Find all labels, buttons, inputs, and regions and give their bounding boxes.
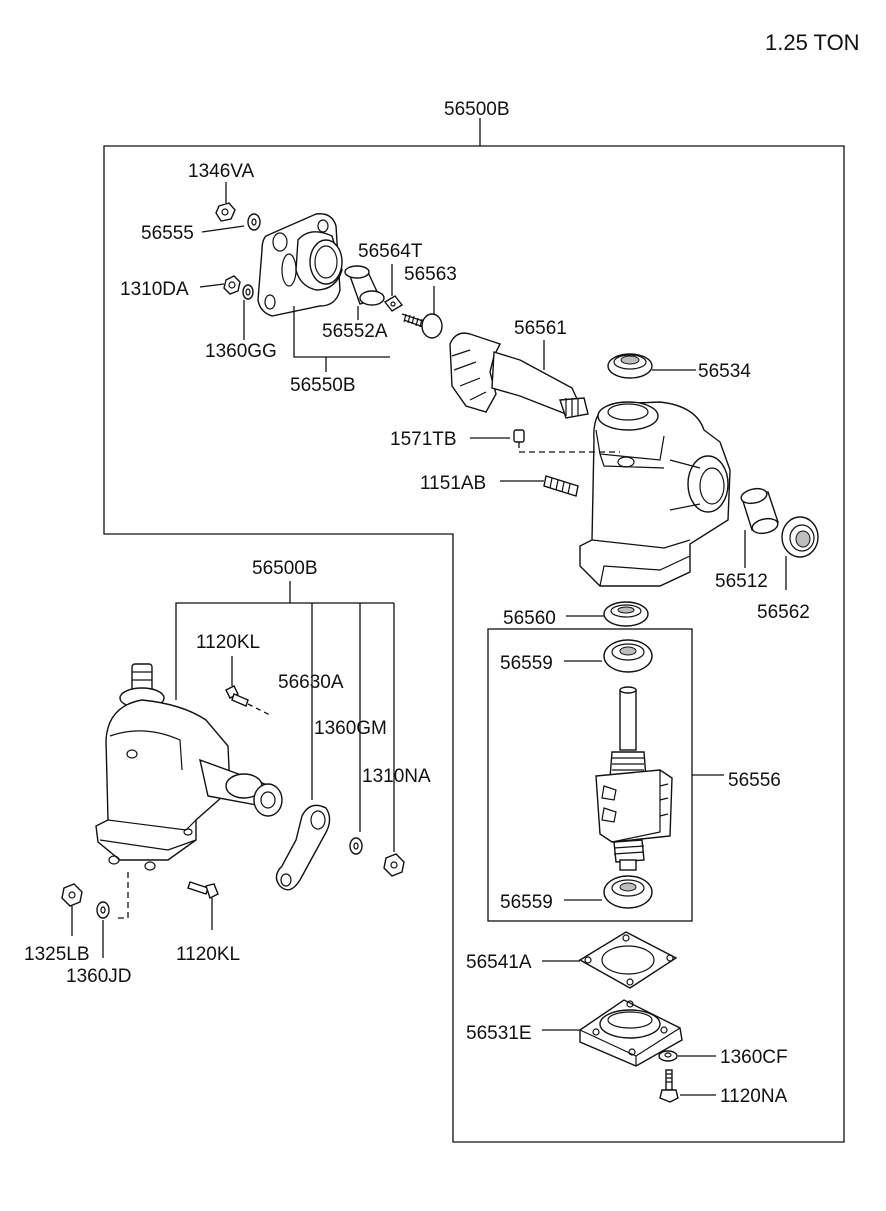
bearing-56559-upper	[603, 639, 653, 673]
label-56531E: 56531E	[466, 1023, 532, 1044]
washer-1360gm	[349, 837, 363, 855]
leader-1310da	[199, 283, 225, 288]
assembly-frame	[103, 145, 845, 1143]
worm-shaft-valve	[595, 686, 673, 871]
nut-1325lb	[61, 883, 83, 907]
gear-box-assembly	[95, 663, 283, 871]
label-1120NA: 1120NA	[720, 1086, 788, 1107]
label-56563: 56563	[404, 264, 457, 285]
label-1360CF: 1360CF	[720, 1047, 788, 1068]
plug-1571tb	[513, 429, 525, 443]
bolt-1120kl-upper	[225, 685, 249, 707]
bushing-56552a	[344, 265, 385, 306]
label-56512: 56512	[715, 571, 768, 592]
sector-shaft-56561	[449, 332, 589, 419]
nut-1310da	[223, 275, 241, 295]
bolt-1120kl-lower	[187, 881, 219, 899]
nut-1310na	[383, 853, 405, 877]
gasket-56541a	[578, 931, 678, 989]
bearing-56559-lower	[603, 875, 653, 909]
label-1360JD: 1360JD	[66, 966, 132, 987]
label-56500B-top: 56500B	[444, 99, 510, 120]
washer-1360gg	[242, 284, 254, 300]
bracket-56550b	[293, 306, 390, 358]
screw-56563	[401, 313, 443, 339]
leader-56555	[201, 225, 245, 233]
seal-56562	[781, 516, 819, 558]
label-1571TB: 1571TB	[390, 429, 457, 450]
seal-56534	[607, 353, 653, 379]
label-56541A: 56541A	[466, 952, 532, 973]
dash-1571tb	[518, 442, 620, 453]
label-56500B-mid: 56500B	[252, 558, 318, 579]
label-1120KL-lower: 1120KL	[176, 944, 240, 965]
shim-56564t	[383, 295, 404, 312]
label-56559-upper: 56559	[500, 653, 553, 674]
label-56559-lower: 56559	[500, 892, 553, 913]
washer-1360jd	[96, 901, 110, 919]
label-56550B: 56550B	[290, 375, 356, 396]
washer-1360cf	[658, 1050, 678, 1062]
dash-1120kl-upper	[247, 703, 273, 717]
bearing-56560	[603, 601, 649, 627]
diagram-title: 1.25 TON	[765, 30, 860, 55]
label-1360GG: 1360GG	[205, 341, 277, 362]
label-1151AB: 1151AB	[420, 473, 486, 494]
bracket-56500b-mid	[175, 602, 394, 700]
label-56534: 56534	[698, 361, 751, 382]
label-56561: 56561	[514, 318, 567, 339]
label-56552A: 56552A	[322, 321, 388, 342]
nut-1346va	[215, 202, 236, 222]
label-56560: 56560	[503, 608, 556, 629]
dash-mount	[118, 872, 129, 919]
bushing-56512	[740, 487, 779, 535]
washer-56555	[247, 213, 261, 231]
label-56555: 56555	[141, 223, 194, 244]
label-1325LB: 1325LB	[24, 944, 90, 965]
label-1310NA: 1310NA	[362, 766, 431, 787]
label-56564T: 56564T	[358, 241, 423, 262]
gear-housing-main	[579, 401, 731, 587]
end-cover-56531e	[579, 999, 683, 1067]
label-1120KL-upper: 1120KL	[196, 632, 260, 653]
label-56630A: 56630A	[278, 672, 344, 693]
label-1310DA: 1310DA	[120, 279, 189, 300]
label-1346VA: 1346VA	[188, 161, 255, 182]
stud-1151ab	[543, 475, 579, 497]
label-1360GM: 1360GM	[314, 718, 387, 739]
pitman-arm-56630a	[275, 804, 331, 891]
label-56562: 56562	[757, 602, 810, 623]
label-56556: 56556	[728, 770, 781, 791]
cover-plate-56550b	[257, 213, 343, 317]
bolt-1120na	[659, 1069, 679, 1103]
